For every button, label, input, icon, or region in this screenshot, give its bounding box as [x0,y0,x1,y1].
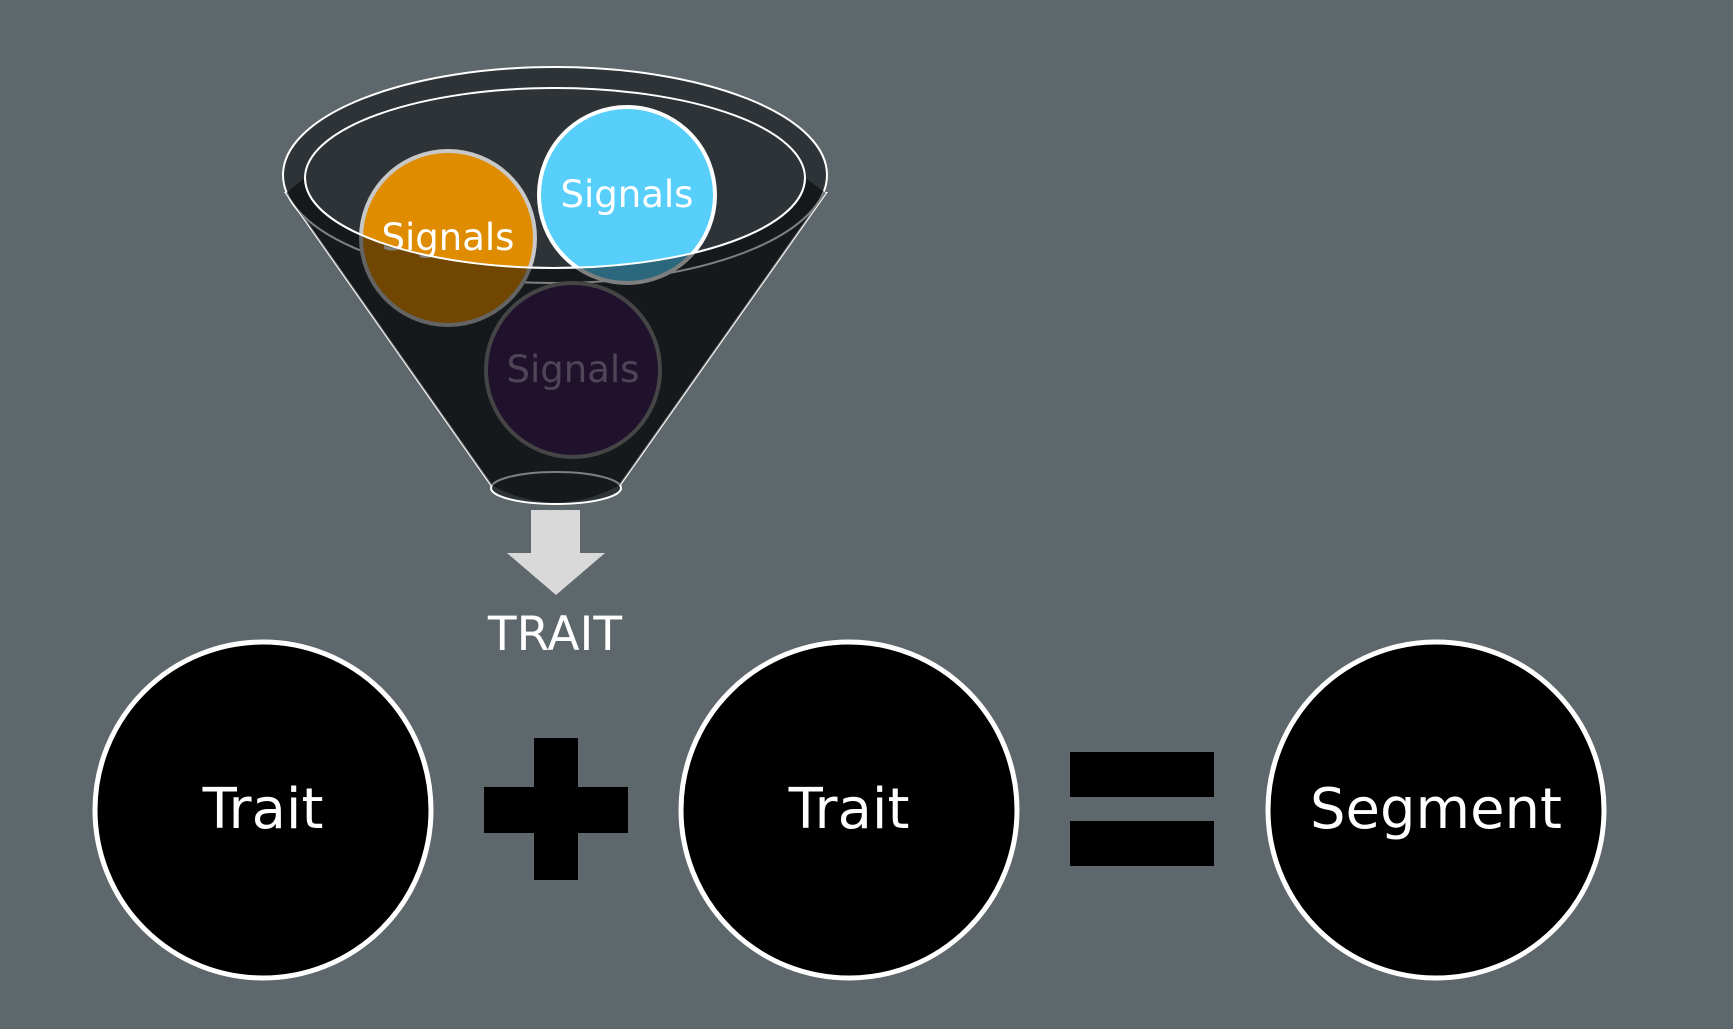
trait-node-left: Trait [92,639,434,981]
equals-icon [1070,752,1214,866]
trait-node-right-label: Trait [788,777,910,842]
equals-bar-top [1070,752,1214,797]
trait-output-label: TRAIT [487,607,622,662]
trait-node-left-circle [92,639,434,981]
trait-node-right: Trait [678,639,1020,981]
trait-node-right-circle [678,639,1020,981]
plus-icon [484,738,628,880]
segment-node-circle [1265,639,1607,981]
funnel-front-shade [286,178,826,503]
down-arrow-icon [507,510,605,595]
funnel-front-rim-line [304,177,806,269]
signal-cyan: Signals [537,105,717,285]
segment-node: Segment [1265,639,1607,981]
funnel-front-overlay [286,177,826,503]
equals-bar-bottom [1070,821,1214,866]
signal-cyan-label: Signals [561,173,694,216]
segment-node-label: Segment [1310,777,1562,842]
trait-node-left-label: Trait [202,777,324,842]
